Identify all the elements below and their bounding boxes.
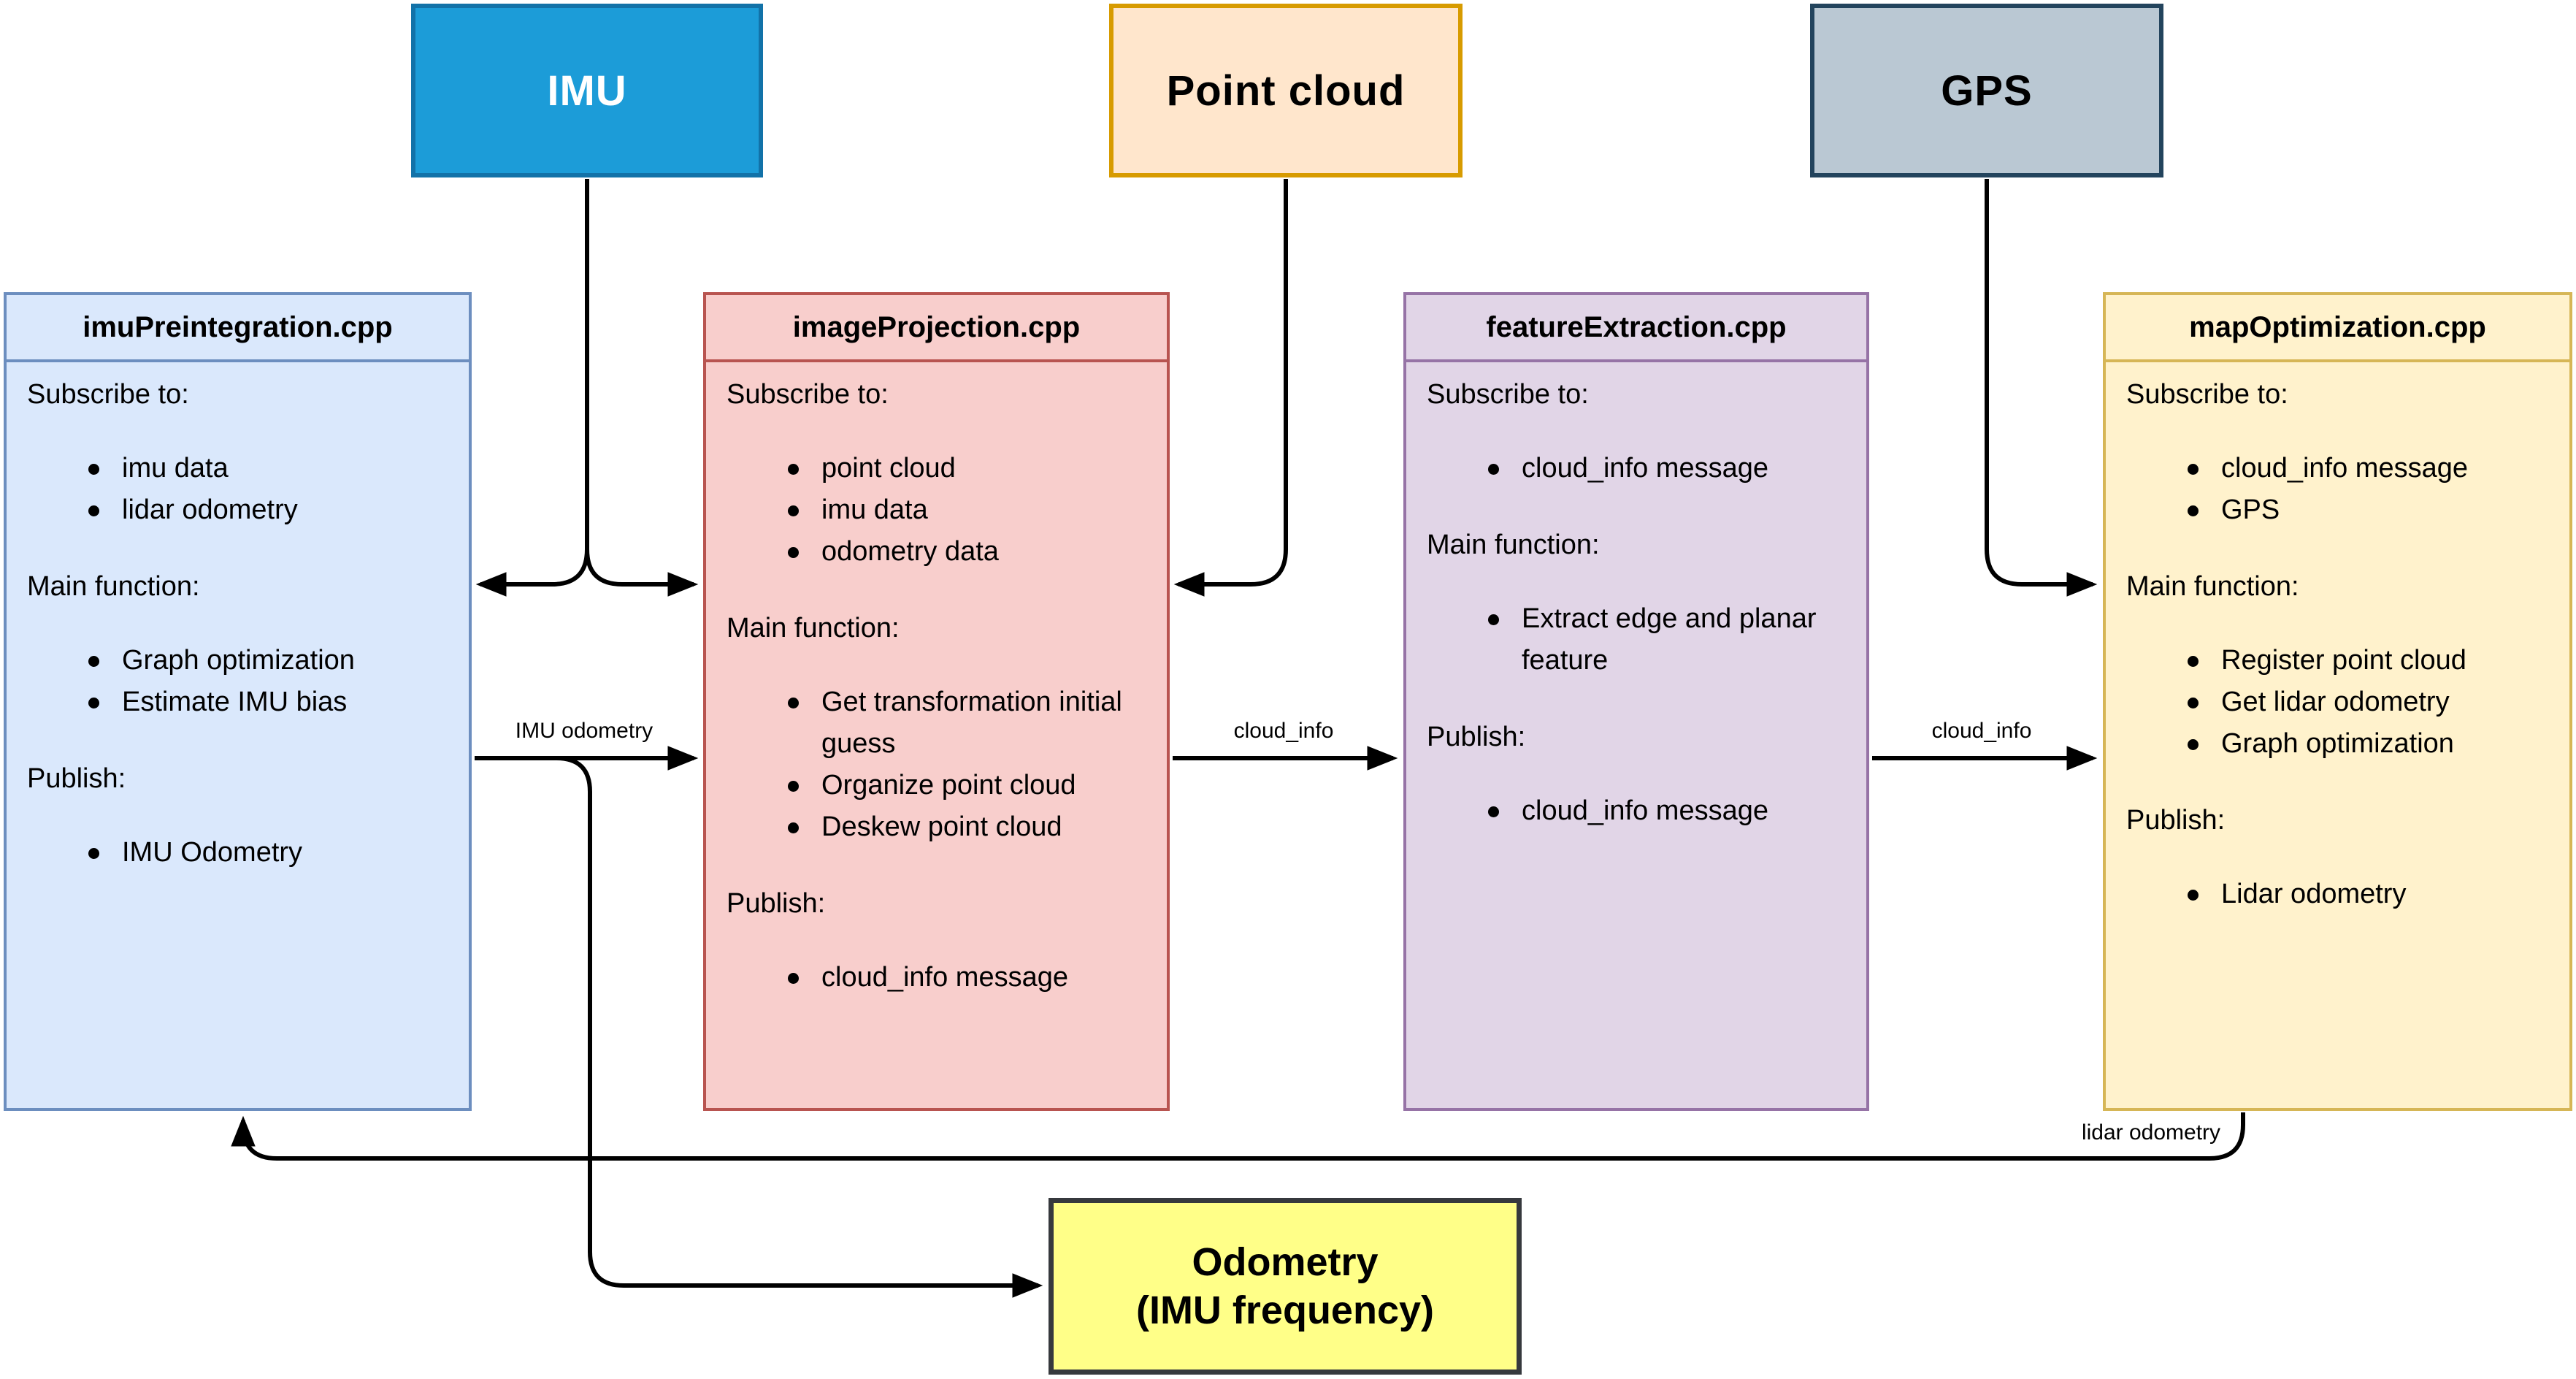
section-heading: Subscribe to: bbox=[27, 379, 189, 410]
module-title: imuPreintegration.cpp bbox=[7, 295, 469, 362]
module-body: Subscribe to: cloud_info message Main fu… bbox=[1406, 362, 1866, 832]
bullet-item: Get lidar odometry bbox=[2126, 681, 2549, 723]
bullet-item: GPS bbox=[2126, 489, 2549, 531]
bullet-list: IMU Odometry bbox=[27, 832, 448, 874]
bullet-list: cloud_info message bbox=[1427, 790, 1846, 832]
section-heading: Main function: bbox=[27, 571, 200, 602]
edge-imu-to-imageprojection bbox=[585, 549, 699, 597]
section-heading: Publish: bbox=[27, 763, 126, 794]
bullet-item: Graph optimization bbox=[27, 640, 448, 681]
module-imupreintegration: imuPreintegration.cpp Subscribe to: imu … bbox=[4, 292, 472, 1111]
section-heading: Main function: bbox=[2126, 571, 2299, 602]
odometry-label-line1: Odometry bbox=[1192, 1240, 1379, 1284]
bullet-item: Extract edge and planar feature bbox=[1427, 598, 1846, 681]
bullet-item: Organize point cloud bbox=[727, 765, 1146, 806]
bullet-list: cloud_info message GPS bbox=[2126, 448, 2549, 531]
bullet-item: imu data bbox=[27, 448, 448, 489]
bullet-item: odometry data bbox=[727, 531, 1146, 573]
bullet-item: cloud_info message bbox=[1427, 448, 1846, 489]
module-featureextraction: featureExtraction.cpp Subscribe to: clou… bbox=[1403, 292, 1869, 1111]
section-heading: Main function: bbox=[727, 613, 900, 643]
bullet-list: imu data lidar odometry bbox=[27, 448, 448, 531]
node-point-cloud: Point cloud bbox=[1109, 4, 1463, 177]
bullet-list: Extract edge and planar feature bbox=[1427, 598, 1846, 681]
bullet-list: Graph optimization Estimate IMU bias bbox=[27, 640, 448, 723]
bullet-item: Graph optimization bbox=[2126, 723, 2549, 765]
module-title: featureExtraction.cpp bbox=[1406, 295, 1866, 362]
bullet-list: Register point cloud Get lidar odometry … bbox=[2126, 640, 2549, 765]
bullet-item: cloud_info message bbox=[1427, 790, 1846, 832]
section-heading: Publish: bbox=[1427, 722, 1526, 752]
module-body: Subscribe to: imu data lidar odometry Ma… bbox=[7, 362, 469, 874]
module-mapoptimization: mapOptimization.cpp Subscribe to: cloud_… bbox=[2103, 292, 2572, 1111]
module-title: mapOptimization.cpp bbox=[2106, 295, 2569, 362]
section-heading: Subscribe to: bbox=[2126, 379, 2288, 410]
section-heading: Subscribe to: bbox=[1427, 379, 1589, 410]
bullet-item: Register point cloud bbox=[2126, 640, 2549, 681]
bullet-list: cloud_info message bbox=[727, 957, 1146, 998]
bullet-item: cloud_info message bbox=[727, 957, 1146, 998]
edge-label-imu-odometry: IMU odometry bbox=[510, 719, 658, 744]
bullet-item: Deskew point cloud bbox=[727, 806, 1146, 848]
edge-label-lidar-odometry: lidar odometry bbox=[2077, 1120, 2226, 1145]
bullet-list: Lidar odometry bbox=[2126, 874, 2549, 915]
module-title: imageProjection.cpp bbox=[706, 295, 1167, 362]
section-heading: Subscribe to: bbox=[727, 379, 889, 410]
edge-imu-to-imupreintegration bbox=[475, 179, 589, 597]
section-heading: Publish: bbox=[2126, 805, 2226, 836]
odometry-label-line2: (IMU frequency) bbox=[1135, 1288, 1435, 1332]
node-gps: GPS bbox=[1810, 4, 2163, 177]
edge-lidar-odometry-feedback bbox=[231, 1112, 2245, 1161]
edge-label-cloud-info-1: cloud_info bbox=[1229, 719, 1338, 744]
bullet-item: imu data bbox=[727, 489, 1146, 531]
bullet-item: lidar odometry bbox=[27, 489, 448, 531]
bullet-item: cloud_info message bbox=[2126, 448, 2549, 489]
bullet-list: cloud_info message bbox=[1427, 448, 1846, 489]
bullet-list: Get transformation initial guess Organiz… bbox=[727, 681, 1146, 848]
section-heading: Main function: bbox=[1427, 530, 1600, 560]
bullet-item: Estimate IMU bias bbox=[27, 681, 448, 723]
section-heading: Publish: bbox=[727, 888, 826, 919]
node-odometry-output: Odometry (IMU frequency) bbox=[1049, 1198, 1522, 1375]
node-imu: IMU bbox=[411, 4, 763, 177]
bullet-item: point cloud bbox=[727, 448, 1146, 489]
module-body: Subscribe to: cloud_info message GPS Mai… bbox=[2106, 362, 2569, 915]
bullet-item: Lidar odometry bbox=[2126, 874, 2549, 915]
edge-label-cloud-info-2: cloud_info bbox=[1927, 719, 2036, 744]
edge-gps-to-mapoptimization bbox=[1985, 179, 2098, 597]
bullet-item: Get transformation initial guess bbox=[727, 681, 1146, 765]
module-body: Subscribe to: point cloud imu data odome… bbox=[706, 362, 1167, 998]
edge-pointcloud-to-imageprojection bbox=[1173, 179, 1288, 597]
module-imageprojection: imageProjection.cpp Subscribe to: point … bbox=[703, 292, 1170, 1111]
bullet-item: IMU Odometry bbox=[27, 832, 448, 874]
bullet-list: point cloud imu data odometry data bbox=[727, 448, 1146, 573]
